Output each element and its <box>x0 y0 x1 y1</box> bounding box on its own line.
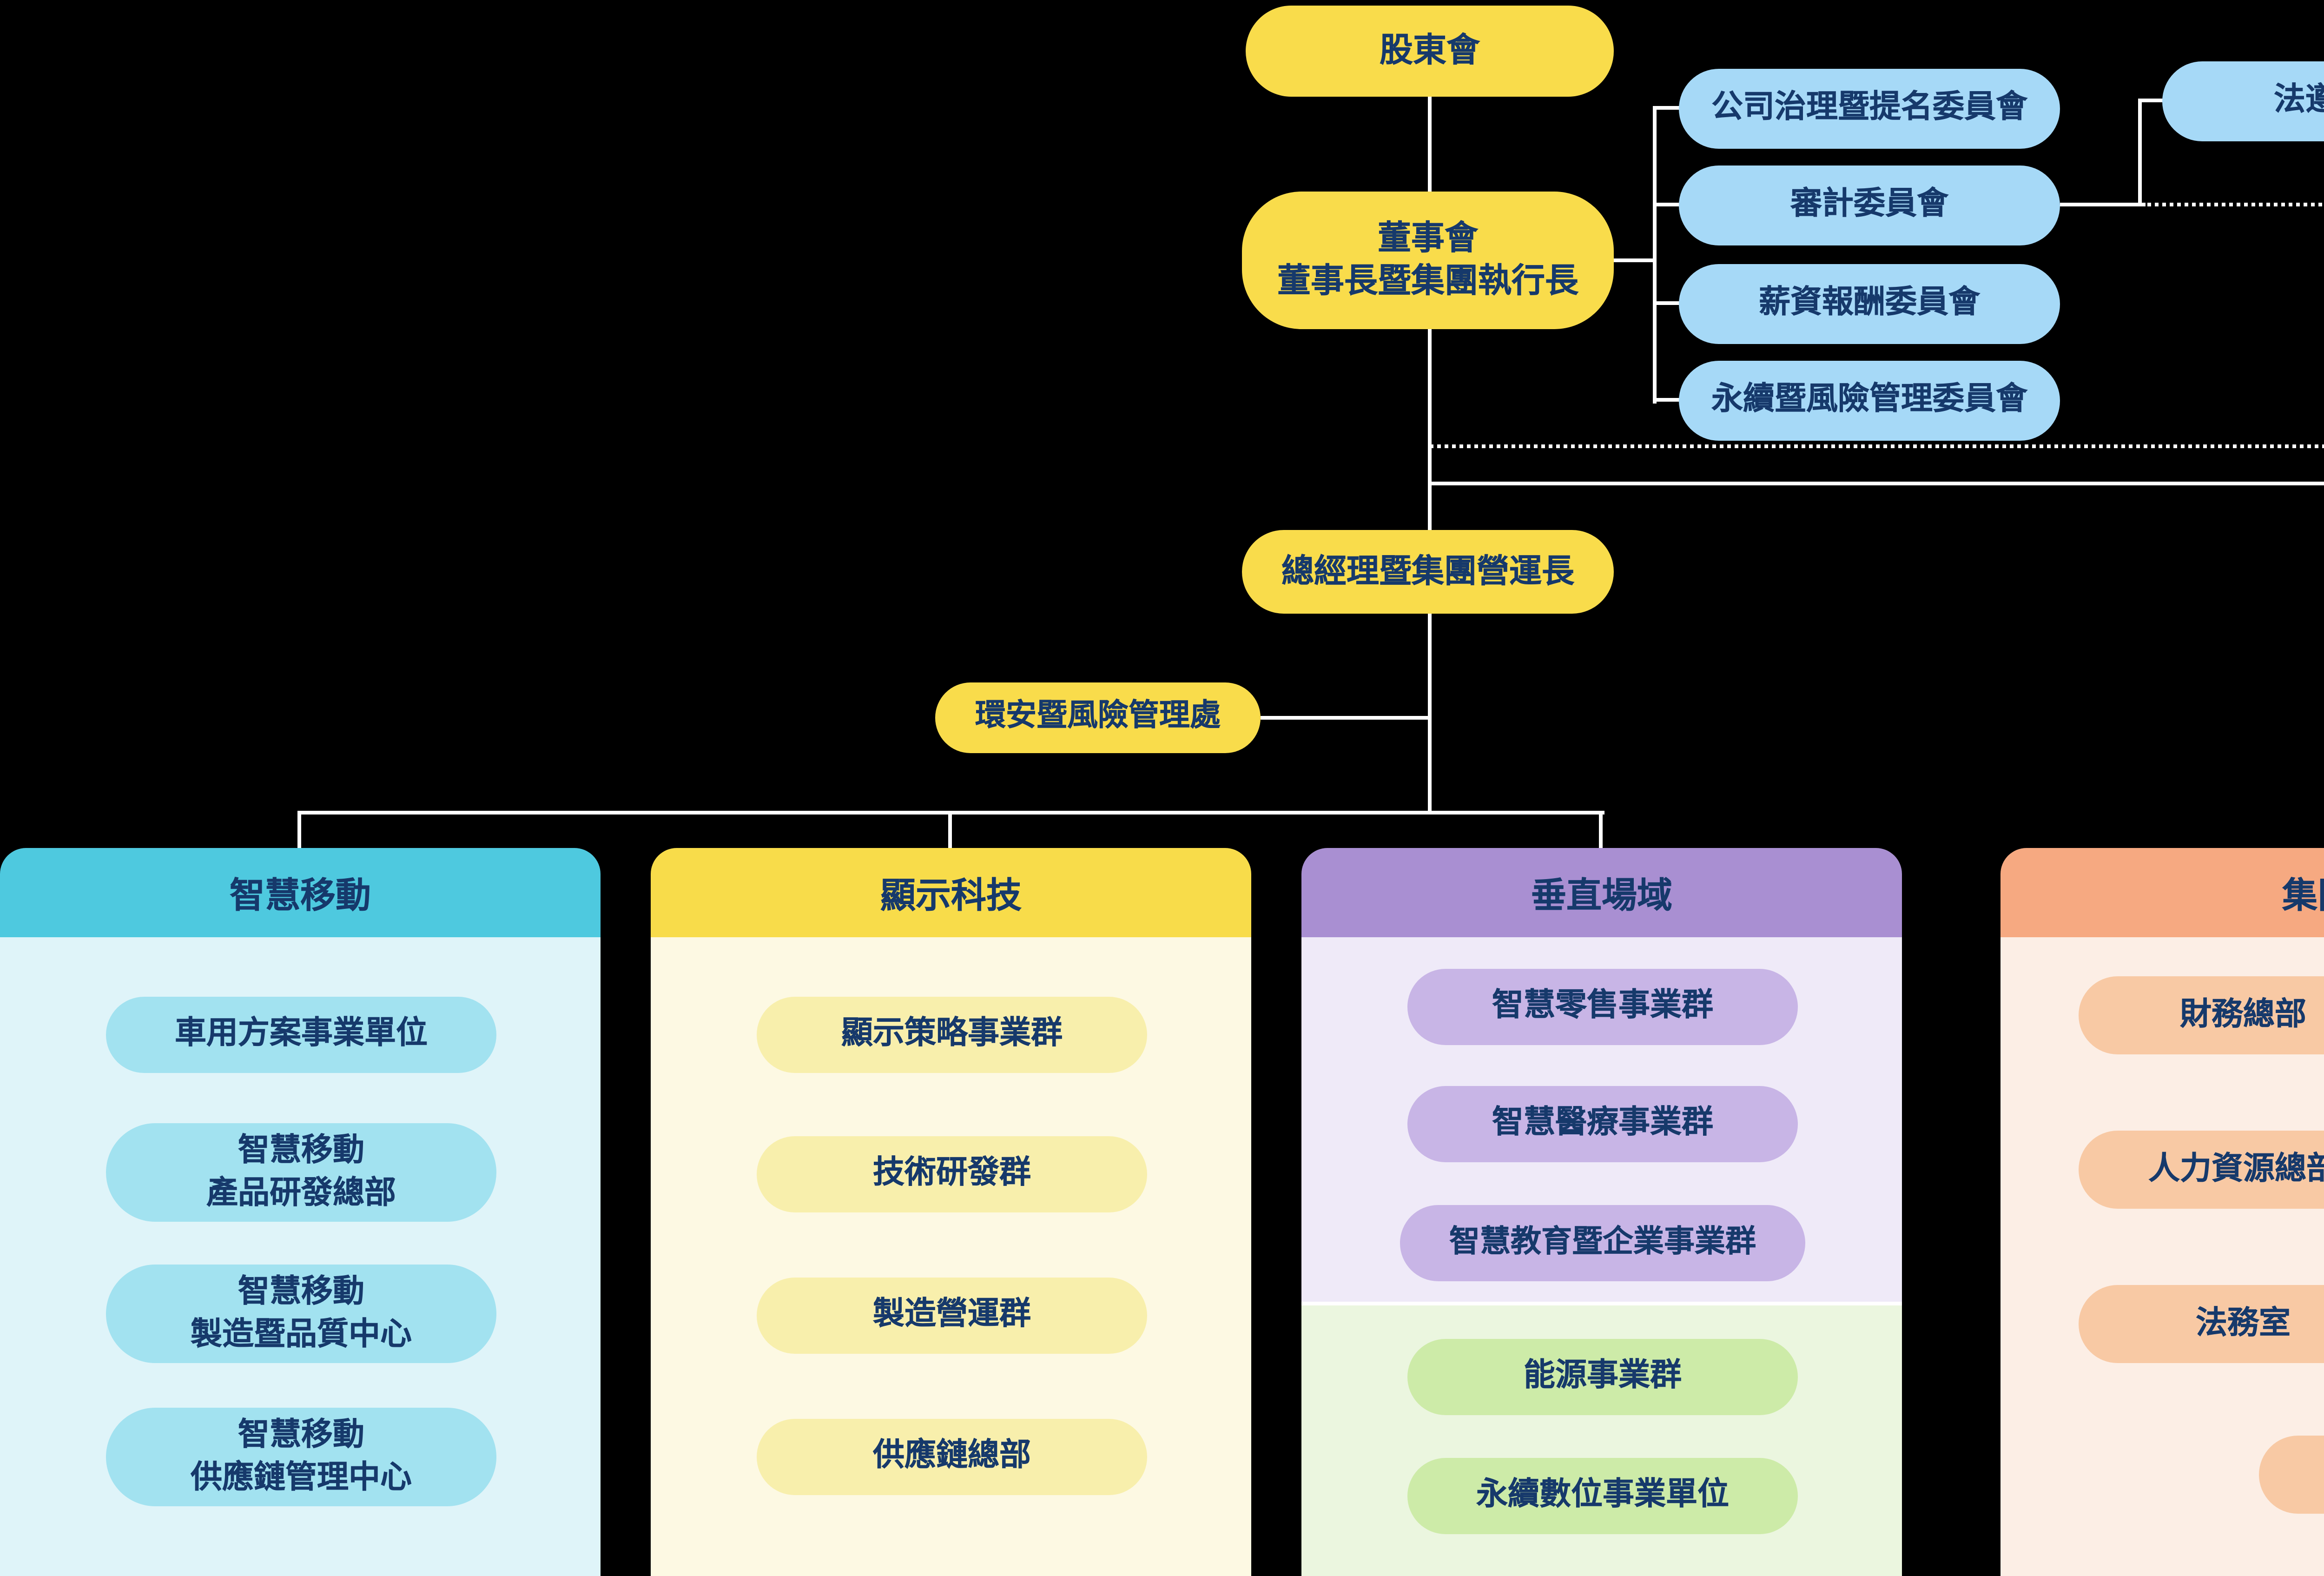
unit-smart-medical: 智慧醫療事業群 <box>1407 1086 1798 1162</box>
division-smart-mobility-title: 智慧移動 <box>0 848 601 937</box>
unit-energy: 能源事業群 <box>1407 1339 1798 1415</box>
connector-ceo-support-horizontal <box>1428 482 2324 485</box>
node-committee-audit: 審計委員會 <box>1679 166 2060 245</box>
unit-mobility-mfg-quality: 智慧移動 製造暨品質中心 <box>106 1265 496 1363</box>
unit-technology-rd: 技術研發群 <box>757 1136 1147 1212</box>
unit-smart-retail: 智慧零售事業群 <box>1407 969 1798 1045</box>
node-committee-compensation: 薪資報酬委員會 <box>1679 264 2060 344</box>
connector-drop-vertical <box>1599 811 1603 850</box>
node-committee-governance-nomination: 公司治理暨提名委員會 <box>1679 69 2060 149</box>
connector-board-ceo <box>1428 329 1432 532</box>
dotted-compliance-to-board-line <box>1430 444 2324 448</box>
connector-ehs <box>1261 716 1432 720</box>
connector-bracket-committee-1 <box>1653 106 1683 110</box>
connector-audit-compliance-v <box>2138 99 2142 206</box>
connector-board-bracket-stub <box>1614 258 1657 262</box>
node-shareholders-meeting: 股東會 <box>1246 6 1614 97</box>
connector-drop-mobility <box>297 811 301 850</box>
unit-manufacturing-ops: 製造營運群 <box>757 1278 1147 1354</box>
node-president-coo: 總經理暨集團營運長 <box>1242 530 1614 614</box>
division-vertical-domains: 垂直場域 智慧零售事業群 智慧醫療事業群 智慧教育暨企業事業群 能源事業群 永續… <box>1301 848 1902 1576</box>
unit-automotive-solutions: 車用方案事業單位 <box>106 997 496 1073</box>
connector-drop-display <box>948 811 952 850</box>
connector-shareholders-board <box>1428 97 1432 193</box>
connector-audit-compliance-h1 <box>2060 203 2142 206</box>
division-display-tech: 顯示科技 顯示策略事業群 技術研發群 製造營運群 供應鏈總部 <box>651 848 1251 1576</box>
dotted-audit-right <box>2142 203 2324 206</box>
connector-bracket-committee-3 <box>1653 301 1683 305</box>
unit-hr-hq: 人力資源總部 <box>2079 1131 2324 1209</box>
connector-bracket-committee-2 <box>1653 203 1683 206</box>
unit-finance-hq: 財務總部 <box>2079 976 2324 1054</box>
division-vertical-domains-title: 垂直場域 <box>1301 848 1902 937</box>
division-group-support: 集團營運支援單位 財務總部 數位技術發展總部 人力資源總部 永續發展總部 法務室… <box>2000 848 2324 1576</box>
unit-legal-office: 法務室 <box>2079 1285 2324 1363</box>
connector-bracket-committee-4 <box>1653 398 1683 402</box>
unit-mobility-product-rd: 智慧移動 產品研發總部 <box>106 1123 496 1222</box>
division-smart-mobility: 智慧移動 車用方案事業單位 智慧移動 產品研發總部 智慧移動 製造暨品質中心 智… <box>0 848 601 1576</box>
division-display-tech-title: 顯示科技 <box>651 848 1251 937</box>
unit-audit-management-office: 稽核管理處 <box>2259 1436 2324 1514</box>
division-group-support-title: 集團營運支援單位 <box>2000 848 2324 937</box>
connector-ceo-down <box>1428 614 1432 814</box>
unit-mobility-supply-chain: 智慧移動 供應鏈管理中心 <box>106 1408 496 1506</box>
node-chief-compliance-counsel: 法遵總顧問 <box>2162 61 2324 141</box>
connector-committee-bracket <box>1653 106 1657 404</box>
connector-audit-compliance-h2 <box>2138 99 2166 102</box>
node-committee-sustainability-risk: 永續暨風險管理委員會 <box>1679 361 2060 441</box>
unit-sustainable-digital: 永續數位事業單位 <box>1407 1458 1798 1534</box>
unit-display-strategy: 顯示策略事業群 <box>757 997 1147 1073</box>
node-ehs-risk-office: 環安暨風險管理處 <box>935 682 1261 753</box>
node-board-of-directors: 董事會 董事長暨集團執行長 <box>1242 192 1614 329</box>
unit-supply-chain-hq: 供應鏈總部 <box>757 1419 1147 1495</box>
unit-smart-education-enterprise: 智慧教育暨企業事業群 <box>1400 1205 1805 1281</box>
